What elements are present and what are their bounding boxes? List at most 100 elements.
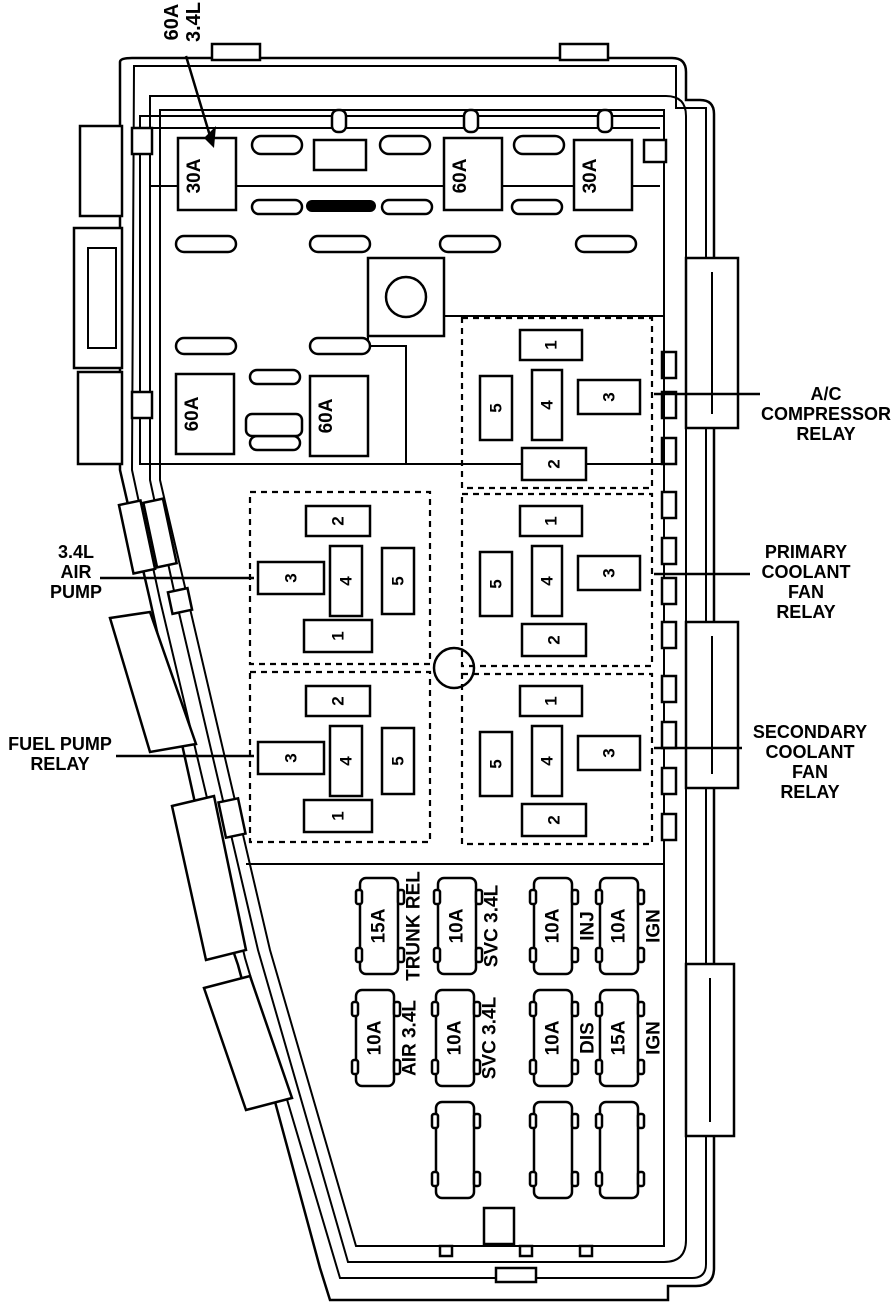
housing-outline: [72, 42, 740, 1302]
relay-terminal: 1: [518, 328, 584, 362]
svg-text:COOLANT: COOLANT: [762, 562, 851, 582]
relay-terminal-number: 5: [487, 403, 506, 412]
maxi-fuse-lower-right: 60A: [308, 374, 370, 458]
fuse-circuit-label: SVC 3.4L: [482, 884, 503, 967]
relay-terminal-number: 1: [542, 340, 561, 349]
relay-terminal-number: 5: [487, 759, 506, 768]
svg-text:SECONDARY: SECONDARY: [753, 722, 867, 742]
relay-terminal-number: 4: [337, 576, 356, 586]
svg-text:FAN: FAN: [792, 762, 828, 782]
fuse-rating: 15A: [609, 1020, 630, 1055]
relay-terminal-number: 1: [329, 631, 348, 640]
relay-callout-lines: [100, 392, 760, 758]
side-tab: [660, 490, 678, 520]
side-tab: [660, 766, 678, 796]
relay-terminal-number: 1: [542, 516, 561, 525]
maxi-fuse-top-right: 30A: [572, 138, 634, 212]
relay-terminal-number: 5: [389, 576, 408, 585]
svg-text:60A: 60A: [316, 398, 337, 433]
relay-outline: [460, 672, 654, 846]
fuse-circuit-label: IGN: [644, 909, 665, 943]
fuse-circuit-label: SVC 3.4L: [480, 996, 501, 1079]
relay-terminal: 3: [576, 554, 642, 592]
side-tab: [660, 576, 678, 606]
relay-terminal-number: 2: [329, 516, 348, 525]
svg-text:AIR: AIR: [61, 562, 92, 582]
relay-terminal: 4: [530, 724, 564, 798]
relay-terminal: 2: [520, 446, 588, 482]
side-tab: [660, 720, 678, 750]
svg-text:COOLANT: COOLANT: [766, 742, 855, 762]
fuse-rating: 10A: [543, 908, 564, 943]
label-ac-compressor-relay: A/C COMPRESSOR RELAY: [761, 384, 891, 444]
relay-terminal-number: 4: [538, 576, 557, 586]
relay-terminal-number: 3: [600, 568, 619, 577]
relay-terminal: 2: [520, 802, 588, 838]
svg-text:60A: 60A: [450, 158, 471, 193]
relay-terminal-number: 2: [545, 815, 564, 824]
relay-terminal: 1: [518, 684, 584, 718]
mini-fuse: 15A TRUNK REL: [354, 871, 425, 981]
side-tab: [660, 674, 678, 704]
fuse-rating: 15A: [369, 908, 390, 943]
svg-text:RELAY: RELAY: [776, 602, 835, 622]
relay-terminal: 1: [302, 618, 374, 654]
empty-fuse-slot: [528, 1100, 580, 1200]
relay-terminal-number: 2: [545, 459, 564, 468]
fuse-circuit-label: AIR 3.4L: [400, 1000, 421, 1076]
top-callout: 60A 3.4L: [161, 2, 216, 148]
relay-terminal-number: 3: [600, 748, 619, 757]
svg-text:A/C: A/C: [811, 384, 842, 404]
svg-text:COMPRESSOR: COMPRESSOR: [761, 404, 891, 424]
relay-terminal-number: 5: [389, 756, 408, 765]
relay-terminal: 4: [328, 544, 364, 618]
relay-terminal: 5: [478, 730, 514, 798]
relay-terminal: 5: [380, 726, 416, 796]
fuse-rating: 10A: [447, 908, 468, 943]
relay-terminal: 3: [576, 378, 642, 416]
fuse-rating: 10A: [609, 908, 630, 943]
relay-terminal: 3: [576, 734, 642, 772]
maxi-fuse-frame: [130, 108, 668, 465]
svg-text:RELAY: RELAY: [796, 424, 855, 444]
relay-terminal: 5: [478, 550, 514, 618]
relay-outline: [460, 316, 654, 490]
relay-terminal: 5: [478, 374, 514, 442]
relay-ac-compressor: 1 5 43 2: [460, 316, 654, 490]
relay-terminal: 4: [530, 368, 564, 442]
relay-terminal: 1: [302, 798, 374, 834]
relay-outline: [248, 670, 432, 844]
mini-fuse: 10A AIR 3.4L: [350, 988, 421, 1088]
side-tab: [660, 536, 678, 566]
mini-fuse: 10A SVC 3.4L: [432, 876, 503, 976]
svg-text:FAN: FAN: [788, 582, 824, 602]
svg-text:30A: 30A: [184, 158, 205, 193]
relay-terminal-number: 1: [329, 811, 348, 820]
fuse-rating: 10A: [365, 1020, 386, 1055]
svg-text:RELAY: RELAY: [30, 754, 89, 774]
svg-text:PRIMARY: PRIMARY: [765, 542, 847, 562]
svg-text:60A: 60A: [161, 4, 183, 41]
relay-terminal-number: 2: [545, 635, 564, 644]
relay-outline: [460, 492, 654, 668]
relay-terminal-number: 3: [282, 573, 301, 582]
fuse-circuit-label: DIS: [578, 1022, 599, 1054]
relay-terminal: 4: [530, 544, 564, 618]
side-tab: [660, 350, 678, 380]
relay-terminal: 3: [256, 560, 326, 596]
svg-text:RELAY: RELAY: [780, 782, 839, 802]
svg-text:PUMP: PUMP: [50, 582, 102, 602]
relay-terminal: 2: [304, 504, 372, 538]
fuse-circuit-label: TRUNK REL: [404, 871, 425, 981]
label-air-pump-relay: 3.4L AIR PUMP: [50, 542, 102, 602]
svg-text:3.4L: 3.4L: [183, 2, 205, 42]
relay-terminal-number: 1: [542, 696, 561, 705]
side-tab: [660, 390, 678, 420]
side-tab: [660, 620, 678, 650]
relay-terminal: 2: [304, 684, 372, 718]
relay-terminal: 2: [520, 622, 588, 658]
